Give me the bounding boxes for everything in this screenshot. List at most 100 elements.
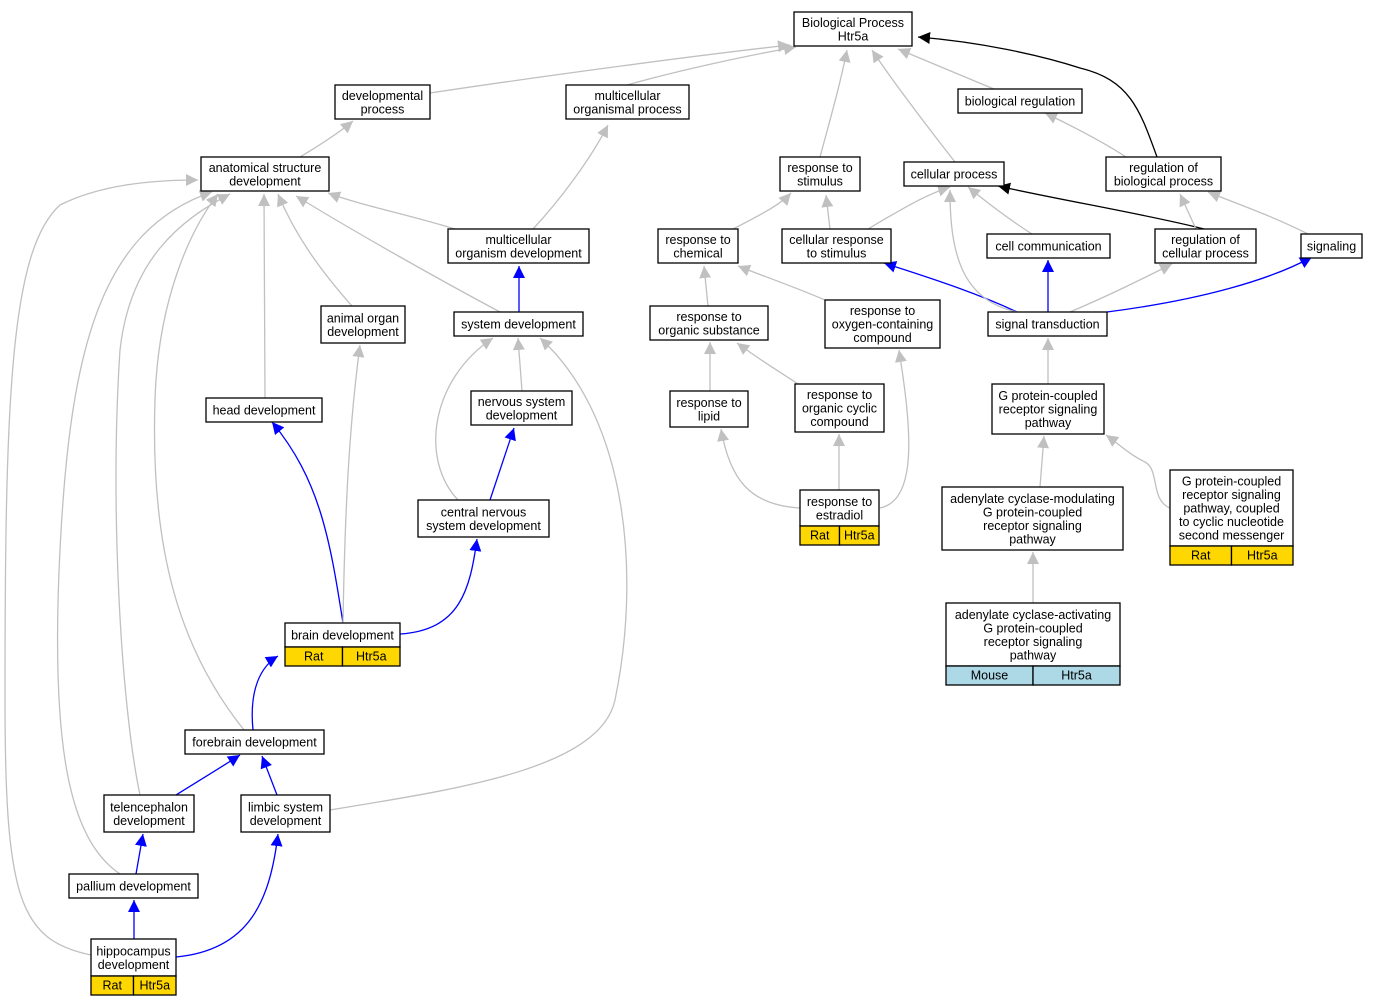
node-box (240, 794, 331, 833)
edge-blue (175, 754, 241, 796)
edge-grey (329, 337, 628, 811)
node-label: cellular response (789, 233, 884, 247)
node-box (986, 233, 1111, 259)
edge-blue (883, 261, 1018, 313)
edge-blue (175, 833, 283, 958)
gene-tag (132, 975, 177, 996)
edge-black (997, 182, 1205, 230)
gene-tag-label: Htr5a (139, 979, 170, 993)
node-box (447, 228, 590, 264)
node-box (334, 84, 431, 120)
node-box (417, 499, 550, 538)
node-box (793, 11, 913, 47)
node-box (470, 390, 573, 426)
node-label: G protein-coupled (1182, 475, 1281, 489)
edge-grey (944, 189, 1018, 313)
species-tag-label: Rat (810, 529, 830, 543)
node-box (68, 873, 199, 899)
node-box (1169, 469, 1294, 547)
node-label: compound (853, 331, 911, 345)
node-label: nervous system (478, 395, 566, 409)
edge-blue (1106, 256, 1313, 313)
edge-grey (342, 344, 365, 624)
gene-tag-label: Htr5a (356, 650, 387, 664)
node-label: limbic system (248, 800, 323, 814)
edge-black (917, 31, 1158, 158)
edge-grey (115, 193, 231, 796)
edge-blue (135, 833, 147, 875)
node-box (669, 390, 749, 428)
node-label: forebrain development (192, 736, 317, 750)
go-term-node-signaling[interactable]: signaling (1300, 233, 1363, 259)
node-label: system development (426, 519, 541, 533)
node-box (799, 489, 880, 527)
go-term-node-fbd[interactable]: forebrain development (184, 729, 325, 755)
node-label: second messenger (1179, 529, 1285, 543)
node-label: development (113, 814, 185, 828)
node-label: adenylate cyclase-activating (955, 608, 1111, 622)
go-term-node-cellproc[interactable]: cellular process (903, 161, 1005, 187)
edge-grey (327, 191, 456, 230)
node-box (991, 383, 1105, 435)
edge-grey (258, 193, 271, 399)
node-box (903, 161, 1005, 187)
node-box (987, 311, 1108, 337)
edge-grey (153, 193, 245, 731)
node-label: response to (850, 304, 915, 318)
node-label: receptor signaling (984, 635, 1083, 649)
node-box (779, 156, 861, 192)
gene-tag-label: Htr5a (844, 529, 875, 543)
go-term-node-bioreg[interactable]: biological regulation (957, 88, 1083, 114)
edge-grey (699, 265, 712, 307)
go-term-node-sysdev[interactable]: system development (453, 311, 584, 337)
go-term-node-cellcomm[interactable]: cell communication (986, 233, 1111, 259)
gene-tag (838, 525, 880, 546)
edge-blue (489, 427, 516, 501)
go-term-node-sigtrans[interactable]: signal transduction (987, 311, 1108, 337)
node-label: oxygen-containing (832, 318, 934, 332)
edge-grey (299, 120, 354, 158)
edge-grey (295, 195, 501, 313)
node-box (657, 228, 739, 264)
node-label: G protein-coupled (998, 389, 1097, 403)
node-box (453, 311, 584, 337)
node-label: system development (461, 318, 576, 332)
node-label: pallium development (76, 880, 191, 894)
edge-blue (260, 755, 278, 796)
node-label: process (361, 102, 405, 116)
node-label: chemical (673, 246, 722, 260)
node-label: response to (807, 495, 872, 509)
go-term-node-headdev[interactable]: head development (205, 397, 323, 423)
edge-blue (251, 655, 279, 731)
edge-grey (4, 174, 199, 956)
go-term-node-palld[interactable]: pallium development (68, 873, 199, 899)
node-box (1154, 228, 1257, 264)
node-label: stimulus (797, 174, 843, 188)
